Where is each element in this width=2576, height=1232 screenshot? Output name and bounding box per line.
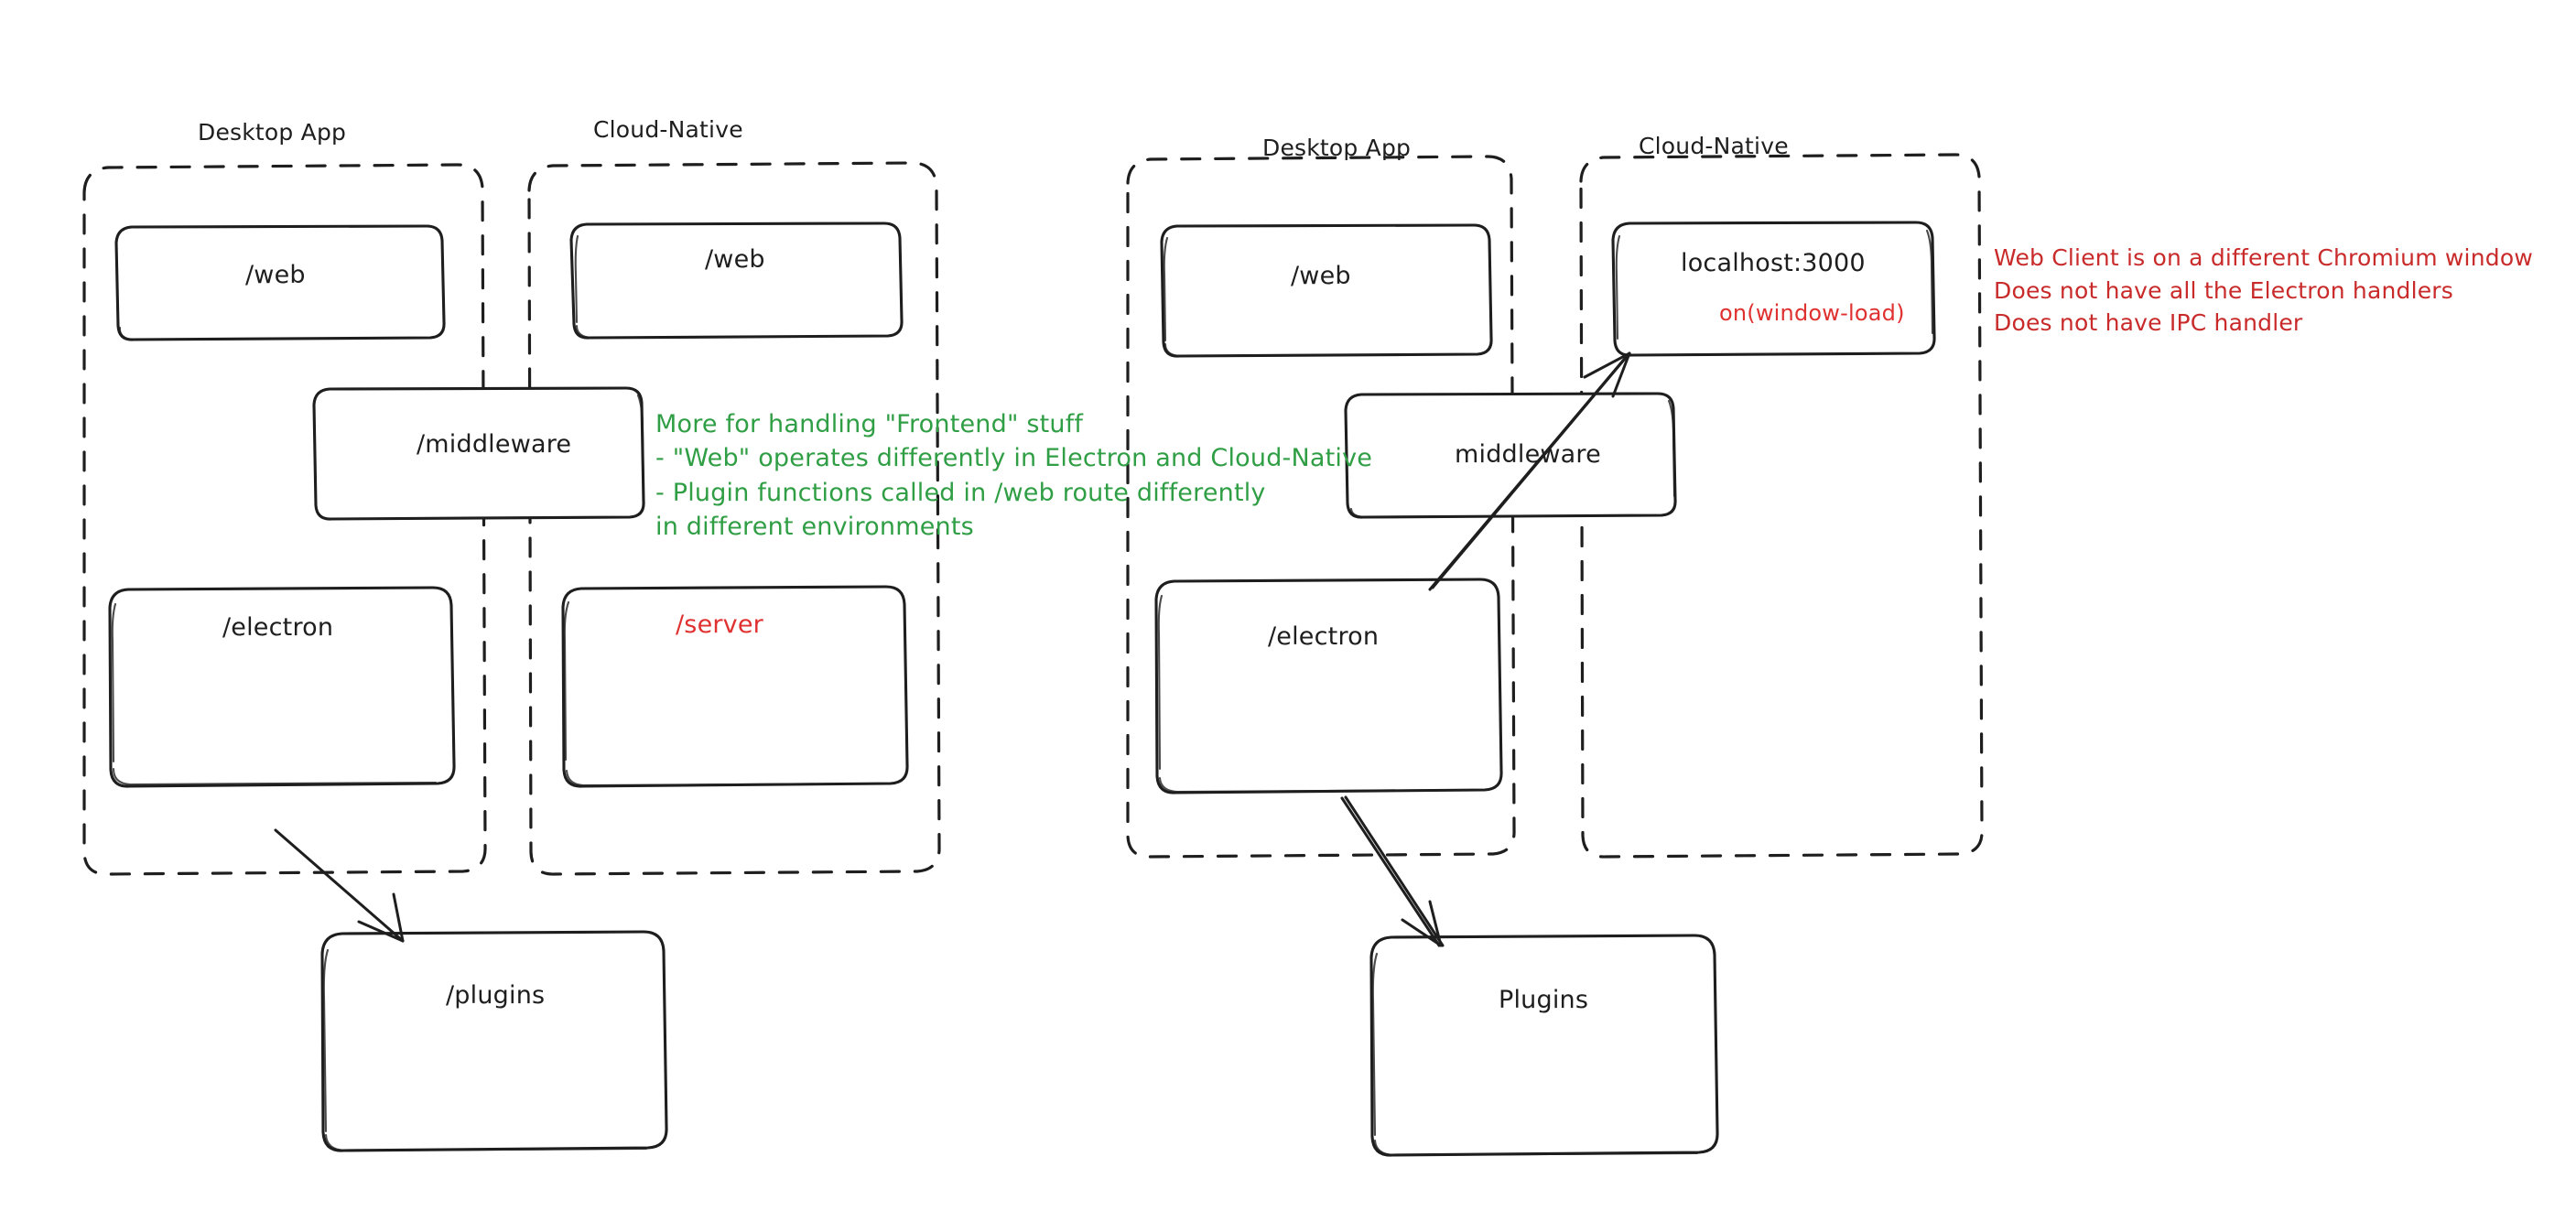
box-label-left-electron: /electron [222, 613, 334, 642]
annotation-green-note: More for handling "Frontend" stuff - "We… [655, 410, 1373, 541]
group-label-right-desktop-app: Desktop App [1262, 135, 1412, 161]
box-left-plugins[interactable] [320, 930, 668, 1152]
box-sublabel-right-localhost-on-window-load: on(window-load) [1719, 300, 1905, 326]
box-label-left-plugins: /plugins [446, 981, 546, 1010]
box-label-left-desktop-web: /web [245, 261, 306, 289]
box-label-right-plugins: Plugins [1499, 986, 1589, 1014]
box-label-right-electron: /electron [1268, 622, 1380, 651]
box-label-right-desktop-web: /web [1291, 262, 1351, 290]
arrow-right-electron-to-plugins [1340, 795, 1445, 947]
box-right-electron[interactable] [1154, 578, 1503, 794]
box-right-plugins[interactable] [1369, 934, 1719, 1157]
box-label-left-middleware: /middleware [417, 430, 572, 459]
box-right-localhost[interactable] [1611, 221, 1936, 357]
box-label-right-middleware: middleware [1455, 440, 1601, 469]
box-label-left-cloud-web: /web [705, 245, 765, 274]
group-label-right-cloud-native: Cloud-Native [1639, 133, 1789, 159]
box-label-right-localhost: localhost:3000 [1681, 249, 1866, 277]
box-left-cloud-web[interactable] [569, 222, 904, 340]
arrow-left-electron-to-plugins [274, 828, 405, 943]
annotation-red-note: Web Client is on a different Chromium wi… [1994, 244, 2533, 336]
box-label-left-server: /server [676, 611, 763, 639]
group-label-left-desktop-app: Desktop App [198, 119, 347, 146]
group-label-left-cloud-native: Cloud-Native [593, 116, 743, 143]
